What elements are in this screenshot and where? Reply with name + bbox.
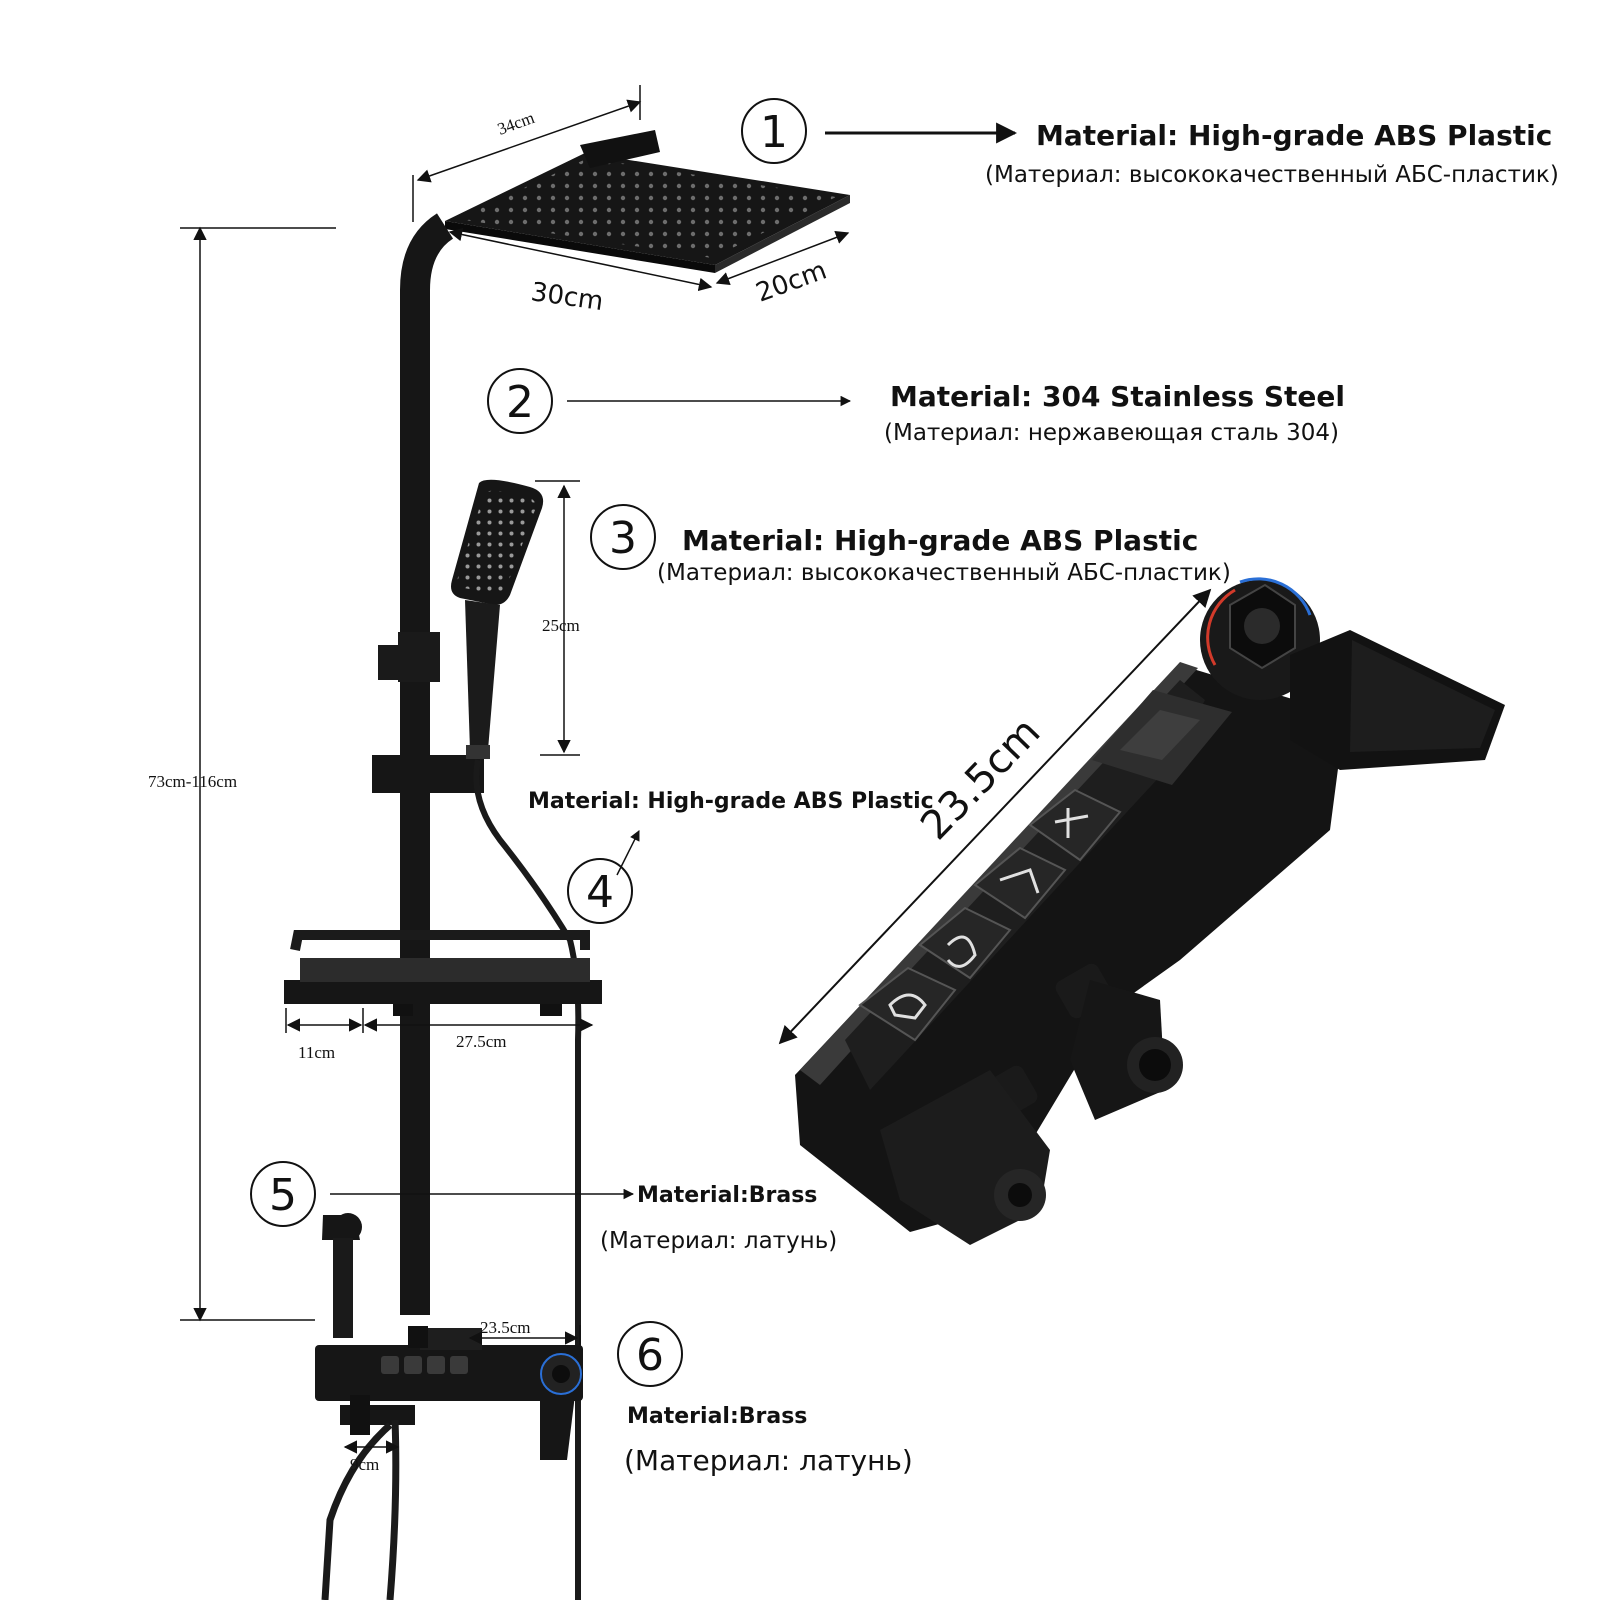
dim-hand-shower-length: 25cm [542, 616, 580, 635]
function-buttons [858, 788, 1122, 1042]
callout-2-number: 2 [506, 377, 534, 428]
callout-2-material-ru: (Материал: нержавеющая сталь 304) [884, 420, 1339, 446]
dim-shower-head-diagonal: 34cm [495, 108, 537, 139]
dim-shower-head-width: 30cm [529, 277, 605, 317]
callout-6-material-ru: (Материал: латунь) [624, 1444, 913, 1477]
shower-hose [473, 759, 582, 1600]
button-spout [973, 846, 1067, 920]
callout-5-number: 5 [269, 1170, 297, 1221]
callout-4-material: Material: High-grade ABS Plastic [528, 789, 934, 814]
callout-1-material-ru: (Материал: высококачественный АБС-пласти… [985, 162, 1559, 188]
callout-5: 5 Material:Brass (Материал: латунь) [250, 1161, 837, 1254]
dimension-lines [180, 85, 850, 1454]
callout-4: Material: High-grade ABS Plastic 4 [528, 789, 934, 924]
callout-6-number: 6 [636, 1330, 664, 1381]
inlet-connectors [880, 963, 1183, 1245]
mixer-valve [315, 1326, 583, 1460]
callout-1: 1 Material: High-grade ABS Plastic (Мате… [741, 98, 1559, 188]
callout-5-material-ru: (Материал: латунь) [600, 1228, 837, 1254]
callout-3-material-ru: (Материал: высококачественный АБС-пласти… [657, 560, 1231, 586]
callout-3-number: 3 [609, 513, 637, 564]
bidet-sprayer [322, 1213, 415, 1435]
dim-mixer-width: 23.5cm [480, 1318, 531, 1337]
dim-shelf-depth: 11cm [298, 1043, 335, 1062]
callout-5-material: Material:Brass [637, 1183, 817, 1208]
hand-shower [451, 479, 544, 759]
dim-shower-head-depth: 20cm [752, 256, 831, 309]
callout-6-material: Material:Brass [627, 1404, 807, 1429]
callout-1-number: 1 [760, 107, 788, 158]
button-hand-shower [918, 906, 1012, 980]
shower-column [400, 213, 454, 1315]
bidet-hose [321, 1422, 393, 1600]
button-bidet [858, 966, 957, 1042]
dim-total-height: 73cm-116cm [148, 772, 237, 791]
button-rain-shower [1028, 788, 1122, 862]
dim-shelf-width: 27.5cm [456, 1032, 507, 1051]
callout-3-material: Material: High-grade ABS Plastic [682, 524, 1198, 557]
hand-shower-holder [372, 632, 484, 793]
callout-2-material: Material: 304 Stainless Steel [890, 380, 1345, 413]
callout-6: 6 Material:Brass (Материал: латунь) [617, 1321, 913, 1477]
bathroom-shelf [284, 930, 602, 1016]
callout-1-material: Material: High-grade ABS Plastic [1036, 119, 1552, 152]
dim-spout-length: 9cm [350, 1455, 379, 1474]
mixer-body [795, 665, 1345, 1232]
callout-3: 3 Material: High-grade ABS Plastic (Мате… [590, 504, 1231, 586]
rain-shower-head [445, 130, 850, 273]
callout-4-number: 4 [586, 867, 614, 918]
shower-column-illustration [284, 130, 850, 1600]
callout-2: 2 Material: 304 Stainless Steel (Материа… [487, 368, 1345, 446]
mixer-detail-illustration: 23.5cm [778, 577, 1505, 1245]
